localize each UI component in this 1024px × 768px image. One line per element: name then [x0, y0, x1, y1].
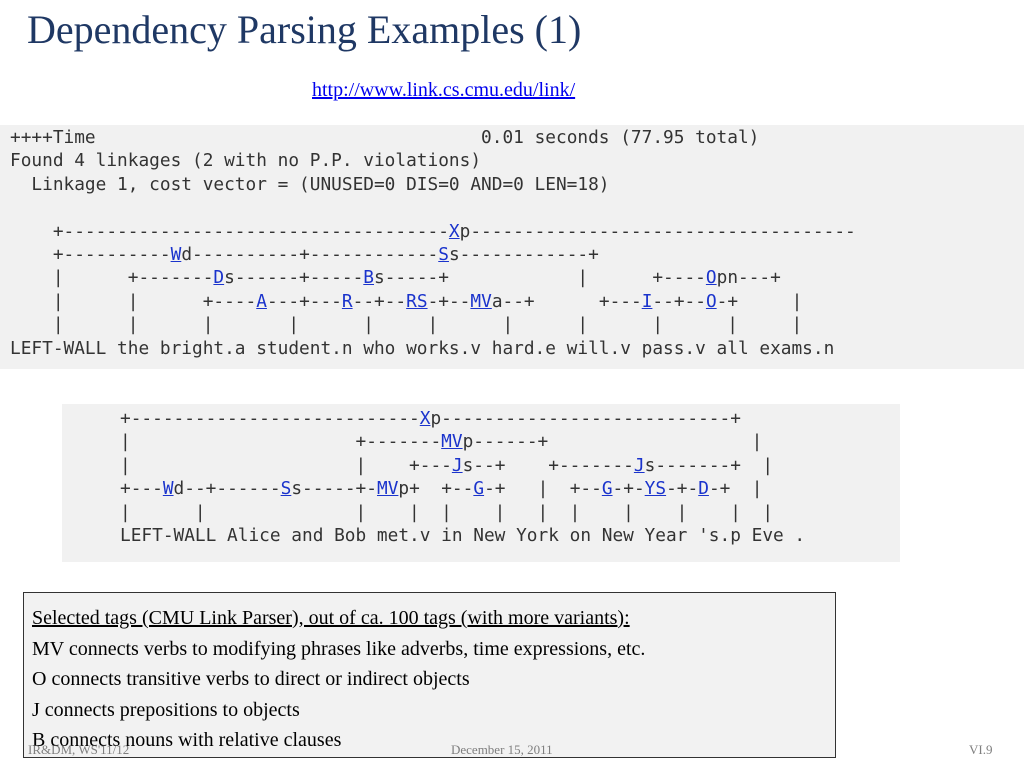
tag-note-o: O connects transitive verbs to direct or… — [32, 668, 470, 690]
link-tag-ds[interactable]: D — [213, 267, 225, 289]
footer-date: December 15, 2011 — [451, 742, 553, 757]
link-tag-d[interactable]: D — [698, 478, 709, 500]
link-tag-mvp[interactable]: MV — [376, 478, 399, 500]
link-line: pn---+ — [716, 267, 781, 289]
link-line: s------+----- — [224, 267, 364, 289]
parse-output-1-text: ++++Time 0.01 seconds (77.95 total) Foun… — [10, 126, 856, 360]
link-line: | | +---- — [10, 290, 257, 312]
link-line: +------------------------------------ — [10, 220, 449, 242]
parsed-sentence-1: LEFT-WALL the bright.a student.n who wor… — [10, 337, 835, 359]
tag-note-j: J connects prepositions to objects — [32, 698, 300, 721]
link-line: p+ +-- — [398, 478, 474, 500]
found-linkages: Found 4 linkages (2 with no P.P. violati… — [10, 150, 482, 172]
link-line: s-------+ | — [644, 454, 774, 476]
link-line: a--+ +--- — [491, 290, 642, 312]
time-value: 0.01 seconds (77.95 total) — [481, 127, 760, 148]
link-line: -+ | — [708, 478, 763, 500]
link-tag-r[interactable]: R — [341, 290, 353, 312]
link-line: p------------------------------------ — [459, 220, 856, 242]
link-line: s-----+- — [291, 478, 377, 500]
time-label: ++++Time — [10, 127, 96, 148]
link-line: -+ | +-- — [484, 478, 602, 500]
link-tag-js[interactable]: J — [451, 454, 463, 476]
tag-notes-heading: Selected tags (CMU Link Parser), out of … — [32, 607, 630, 629]
link-line: s-----+ | +---- — [374, 267, 706, 289]
parse-output-1: ++++Time 0.01 seconds (77.95 total) Foun… — [0, 125, 1024, 369]
link-tag-ss[interactable]: S — [438, 244, 449, 266]
link-line: +--------------------------- — [120, 408, 420, 429]
link-tag-bs[interactable]: B — [363, 267, 375, 289]
link-line: -+-- — [427, 290, 471, 312]
parse-output-2: +---------------------------Xp----------… — [62, 404, 900, 562]
link-tag-ss[interactable]: S — [280, 478, 292, 500]
link-tag-g[interactable]: G — [473, 478, 485, 500]
link-line: | | +--- — [120, 454, 452, 476]
link-tag-o[interactable]: O — [705, 290, 717, 312]
link-line: | +------- — [120, 431, 442, 453]
link-line: +--- — [120, 478, 163, 500]
link-tag-ys[interactable]: YS — [644, 478, 667, 500]
link-line: s--+ +------- — [462, 454, 634, 476]
link-line: s------------+ — [448, 244, 599, 266]
tag-note-mv: MV connects verbs to modifying phrases l… — [32, 637, 646, 660]
link-line: d----------+------------ — [181, 244, 439, 266]
tag-notes-box: Selected tags (CMU Link Parser), out of … — [23, 592, 836, 758]
link-line: | | | | | | | | | | | | — [120, 501, 774, 523]
link-line: | | | | | | | | | | | — [10, 314, 803, 336]
link-line: -+ | — [716, 290, 803, 312]
link-tag-mvp[interactable]: MV — [441, 431, 463, 453]
link-tag-a[interactable]: A — [256, 290, 267, 312]
link-line: ---+--- — [266, 290, 342, 312]
link-tag-opn[interactable]: O — [705, 267, 717, 289]
link-line: p------+ | — [462, 431, 763, 453]
link-line: d--+------ — [173, 478, 281, 500]
parsed-sentence-2: LEFT-WALL Alice and Bob met.v in New Yor… — [120, 525, 806, 547]
link-tag-g[interactable]: G — [601, 478, 613, 500]
link-line: p---------------------------+ — [430, 408, 741, 429]
footer-course: IR&DM, WS'11/12 — [28, 742, 130, 757]
link-tag-rs[interactable]: RS — [406, 290, 428, 312]
link-tag-wd[interactable]: W — [162, 478, 174, 500]
link-tag-mva[interactable]: MV — [470, 290, 492, 312]
link-line: -+- — [666, 478, 699, 500]
link-line: | +------- — [10, 267, 214, 289]
slide-title: Dependency Parsing Examples (1) — [27, 7, 582, 52]
link-tag-js[interactable]: J — [633, 454, 645, 476]
link-line: --+-- — [352, 290, 407, 312]
link-line: -+- — [612, 478, 645, 500]
link-tag-xp[interactable]: X — [448, 220, 460, 242]
tag-note-b: B connects nouns with relative clauses — [32, 729, 342, 751]
link-tag-wd[interactable]: W — [170, 244, 182, 266]
footer-slide-number: VI.9 — [969, 742, 993, 757]
link-line: +---------- — [10, 244, 171, 266]
link-tag-xp[interactable]: X — [419, 408, 431, 429]
link-parser-url[interactable]: http://www.link.cs.cmu.edu/link/ — [312, 79, 576, 101]
link-tag-i[interactable]: I — [641, 290, 653, 312]
link-line: --+-- — [652, 290, 706, 312]
parse-output-2-text: +---------------------------Xp----------… — [120, 407, 805, 547]
linkage-cost: Linkage 1, cost vector = (UNUSED=0 DIS=0… — [10, 173, 610, 195]
